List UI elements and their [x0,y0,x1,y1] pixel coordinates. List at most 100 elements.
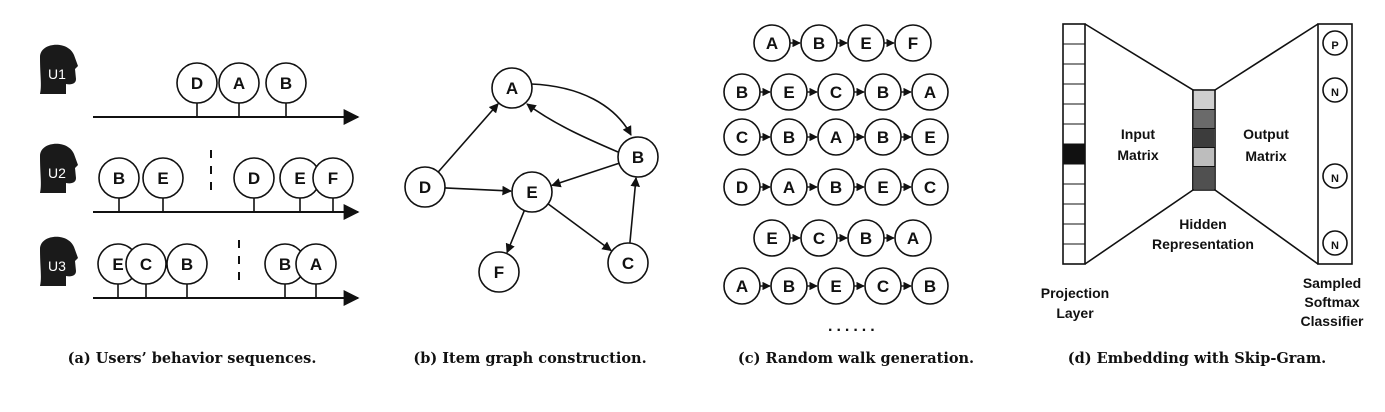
node-label: E [526,183,537,202]
walk-node-b: B [770,267,808,305]
graph-node-d: D [404,166,446,208]
classifier-label-line2: Softmax [1304,294,1359,310]
item-node-d: D [233,157,275,199]
classifier-label-line3: Classifier [1300,313,1364,329]
walk-node-a: A [911,73,949,111]
node-label: A [736,277,748,296]
walk-node-a: A [723,267,761,305]
node-label: F [494,263,504,282]
graph-node-c: C [607,242,649,284]
walk-node-e: E [817,267,855,305]
walk-node-b: B [817,168,855,206]
node-label: E [112,255,123,274]
walk-node-d: D [723,168,761,206]
edge-a-b [530,83,632,136]
node-label: B [813,34,825,53]
item-node-b: B [264,243,306,285]
caption-c: (c) Random walk generation. [738,350,974,367]
node-label: N [1331,173,1339,185]
output-matrix-shape [1214,23,1319,265]
walk-node-c: C [864,267,902,305]
walk-node-e: E [864,168,902,206]
hidden-representation [1192,89,1216,191]
node-label: A [830,128,842,147]
walk-node-f: F [894,24,932,62]
user-label: U3 [48,258,66,274]
head-silhouette-icon [40,236,78,286]
node-label: B [736,83,748,102]
node-label: E [924,128,935,147]
walk-node-b: B [864,118,902,156]
node-label: E [783,83,794,102]
graph-node-f: F [478,251,520,293]
input-matrix-label-line1: Input [1121,126,1156,142]
node-label: B [924,277,936,296]
head-silhouette-icon [40,143,78,193]
node-label: B [632,148,644,167]
walk-node-a: A [894,219,932,257]
edge-d-e [444,185,512,196]
walks-ellipsis: ...... [828,318,879,335]
walk-node-b: B [800,24,838,62]
item-node-e: E [142,157,184,199]
hidden-label-line1: Hidden [1179,216,1226,232]
walk-node-c: C [723,118,761,156]
graph-node-b: B [617,136,659,178]
output-matrix-label-line1: Output [1243,126,1289,142]
edge-e-f [505,210,526,254]
caption-a: (a) Users’ behavior sequences. [68,350,317,367]
head-silhouette-icon [40,44,78,94]
node-label: B [860,229,872,248]
node-label: E [860,34,871,53]
node-label: A [783,178,795,197]
walk-node-c: C [911,168,949,206]
node-label: B [280,74,292,93]
output-node-p: P [1322,30,1348,56]
edge-e-c [547,203,612,252]
node-label: D [736,178,748,197]
node-label: E [830,277,841,296]
node-label: C [830,83,842,102]
node-label: A [766,34,778,53]
node-label: B [877,128,889,147]
node-label: D [248,169,260,188]
node-label: C [140,255,152,274]
node-label: B [830,178,842,197]
caption-d: (d) Embedding with Skip-Gram. [1068,350,1326,367]
walk-node-e: E [847,24,885,62]
node-label: A [310,255,322,274]
projection-layer [1062,23,1086,265]
walk-node-b: B [770,118,808,156]
walk-node-e: E [753,219,791,257]
user-head-u3: U3 [40,236,78,286]
user-label: U2 [48,165,66,181]
node-label: C [736,128,748,147]
walk-node-a: A [753,24,791,62]
walk-node-b: B [723,73,761,111]
node-label: N [1331,87,1339,99]
node-label: A [907,229,919,248]
output-matrix-label-line2: Matrix [1245,148,1286,164]
node-label: C [924,178,936,197]
item-node-a: A [295,243,337,285]
graph-node-e: E [511,171,553,213]
user-head-u1: U1 [40,44,78,94]
item-node-f: F [312,157,354,199]
item-node-b: B [166,243,208,285]
output-node-n: N [1322,77,1348,103]
node-label: B [113,169,125,188]
walk-node-c: C [817,73,855,111]
node-label: B [279,255,291,274]
node-label: C [622,254,634,273]
walk-node-b: B [847,219,885,257]
node-label: F [908,34,918,53]
node-label: C [813,229,825,248]
